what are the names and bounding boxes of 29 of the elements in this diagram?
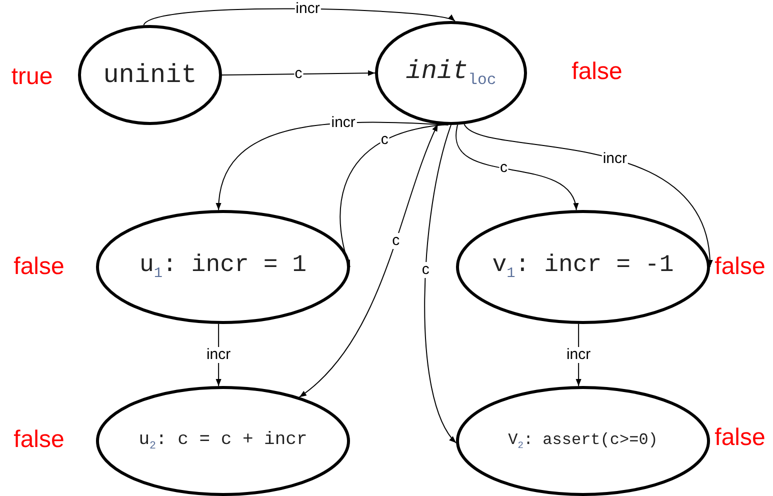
state-label: init$_{loc}$: [406, 56, 496, 90]
transition-arrow: [143, 8, 456, 26]
state-label: u$_{2}$: c = c + incr: [138, 430, 308, 452]
state-label: u$_{1}$: incr = 1: [139, 252, 307, 282]
state-label: V$_{2}$: assert(c>=0): [508, 430, 658, 452]
truth-value: false: [14, 253, 64, 281]
edge-label: incr: [565, 346, 592, 363]
transition-arrow: [464, 124, 712, 268]
state-ellipse: [78, 25, 222, 125]
state-ellipse: [96, 386, 350, 496]
truth-value: false: [14, 426, 64, 454]
edge-label: c: [391, 233, 401, 250]
transition-arrow: [456, 124, 578, 211]
state-label: uninit: [103, 60, 197, 90]
transition-arrow: [216, 122, 449, 211]
state-ellipse: [456, 386, 710, 496]
truth-value: false: [714, 253, 766, 281]
edge-label: incr: [205, 346, 232, 363]
transition-arrow: [424, 124, 457, 444]
truth-value: false: [714, 424, 766, 452]
state-ellipse: [375, 21, 527, 125]
transition-arrow: [222, 70, 376, 76]
truth-value: false: [572, 58, 622, 86]
state-ellipse: [456, 210, 710, 324]
truth-value: true: [11, 63, 53, 91]
state-ellipse: [96, 210, 350, 324]
edge-label: c: [420, 262, 430, 278]
state-label: v$_{1}$: incr = -1: [492, 252, 674, 282]
transition-arrow: [298, 124, 438, 398]
